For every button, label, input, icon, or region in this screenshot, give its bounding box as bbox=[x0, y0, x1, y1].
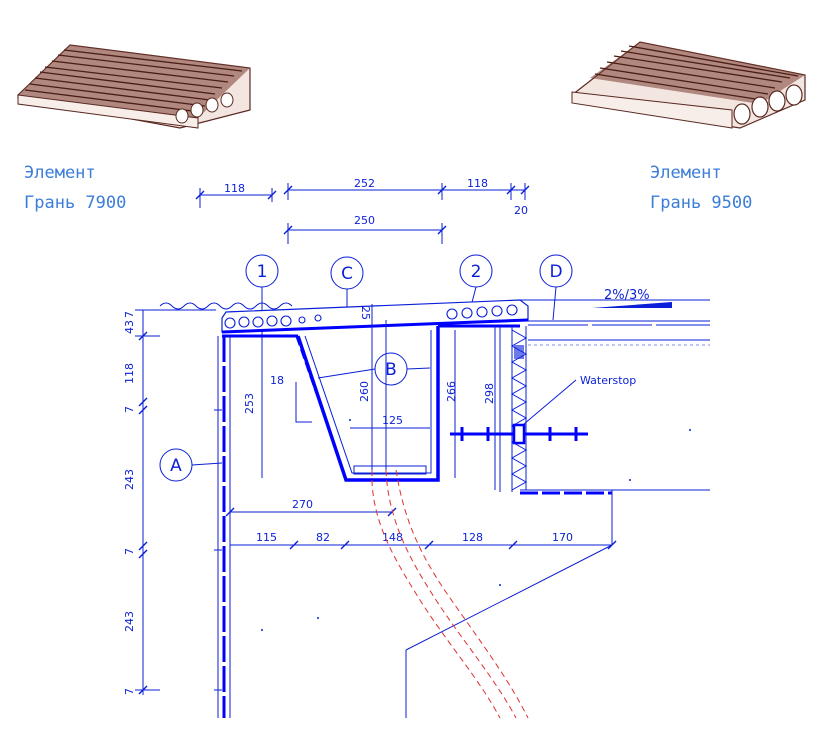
dim-260: 260 bbox=[358, 381, 371, 402]
dim-250: 250 bbox=[354, 214, 375, 227]
slope-indicator: 2%/3% bbox=[592, 288, 672, 308]
dim-82: 82 bbox=[316, 531, 330, 544]
roof-slab-section bbox=[221, 299, 529, 334]
marker-d: D bbox=[549, 262, 562, 282]
dim-20: 20 bbox=[514, 204, 528, 217]
scatter-dots bbox=[261, 419, 691, 631]
right-wall bbox=[438, 324, 528, 492]
top-dimension-lines bbox=[195, 183, 530, 244]
left-type-label: Грань 7900 bbox=[24, 193, 127, 213]
left-element-label: Элемент bbox=[24, 163, 96, 183]
dim-43: 43 bbox=[123, 320, 136, 334]
dim-266: 266 bbox=[445, 381, 458, 402]
inner-dimension-texts: 25 18 253 260 125 266 298 270 bbox=[243, 306, 496, 511]
right-slab-illustration bbox=[571, 41, 806, 129]
marker-texts: 1 C 2 D B A bbox=[170, 262, 562, 476]
gutter-trough bbox=[295, 326, 440, 482]
left-dimension-texts: 7 43 118 7 243 7 243 7 bbox=[123, 311, 136, 695]
dim-298: 298 bbox=[483, 383, 496, 404]
marker-2: 2 bbox=[471, 262, 482, 282]
right-element-label: Элемент bbox=[650, 163, 722, 183]
bottom-dimension-texts: 115 82 148 128 170 bbox=[256, 531, 573, 544]
dim-252: 252 bbox=[354, 177, 375, 190]
inner-dimension-lines bbox=[225, 304, 617, 550]
dim-270: 270 bbox=[292, 498, 313, 511]
right-type-label: Грань 9500 bbox=[650, 193, 753, 213]
dim-25: 25 bbox=[359, 306, 372, 320]
dim-125: 125 bbox=[382, 414, 403, 427]
waterstop-label: Waterstop bbox=[580, 374, 636, 387]
dim-243-lower: 243 bbox=[123, 611, 136, 632]
marker-c: C bbox=[341, 264, 353, 284]
road-surface bbox=[520, 320, 710, 495]
dim-170: 170 bbox=[552, 531, 573, 544]
marker-a: A bbox=[170, 456, 182, 476]
dim-118-vertical: 118 bbox=[123, 363, 136, 384]
dim-18: 18 bbox=[270, 374, 284, 387]
dim-118-right: 118 bbox=[467, 177, 488, 190]
marker-b: B bbox=[385, 360, 397, 380]
left-dimension-lines bbox=[135, 309, 216, 695]
waterstop: Waterstop bbox=[450, 374, 636, 445]
dim-243-upper: 243 bbox=[123, 469, 136, 490]
marker-circles bbox=[159, 254, 573, 482]
dim-118-left: 118 bbox=[224, 182, 245, 195]
top-dimension-texts: 118 252 118 20 250 bbox=[224, 177, 528, 227]
left-wall bbox=[214, 334, 298, 718]
dim-7b: 7 bbox=[123, 406, 136, 413]
marker-1: 1 bbox=[257, 262, 268, 282]
dim-253: 253 bbox=[243, 393, 256, 414]
dim-115: 115 bbox=[256, 531, 277, 544]
lower-structure bbox=[405, 544, 613, 718]
ground-line bbox=[159, 302, 293, 310]
slope-label: 2%/3% bbox=[604, 288, 650, 303]
dim-7d: 7 bbox=[123, 688, 136, 695]
dim-7c: 7 bbox=[123, 548, 136, 555]
dim-128: 128 bbox=[462, 531, 483, 544]
left-slab-illustration bbox=[17, 44, 251, 129]
drain-pipe bbox=[371, 469, 529, 719]
dim-7a: 7 bbox=[123, 311, 136, 318]
